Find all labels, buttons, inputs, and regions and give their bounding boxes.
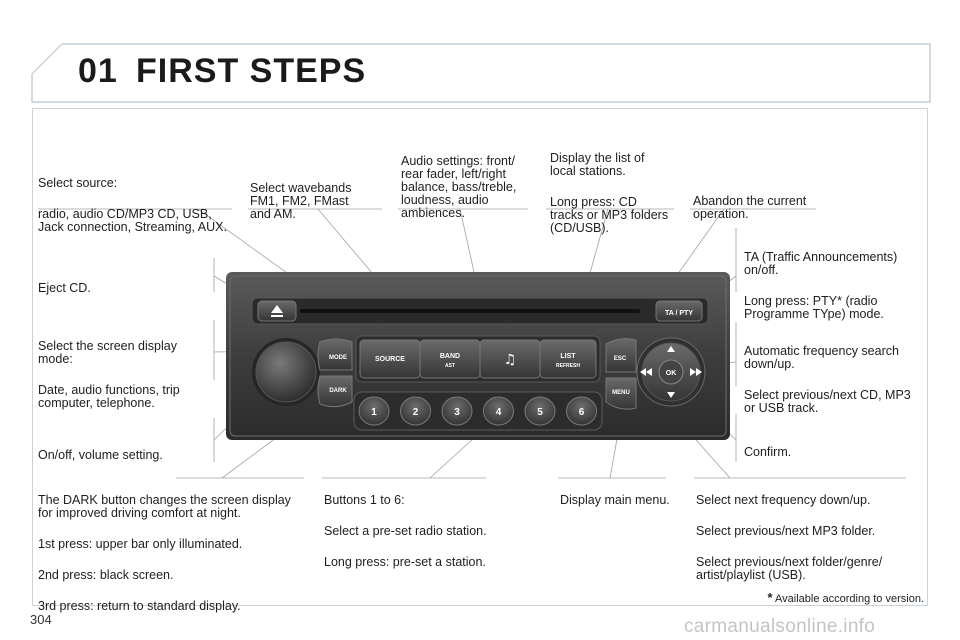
preset-label: 6 xyxy=(579,407,585,418)
callout-auto-search: Automatic frequency search down/up. Sele… xyxy=(744,344,911,415)
callout-wavebands: Select wavebands FM1, FM2, FMast and AM. xyxy=(250,181,352,221)
preset-button-2[interactable]: 2 xyxy=(400,396,431,426)
callout-select-source: Select source: radio, audio CD/MP3 CD, U… xyxy=(38,164,238,252)
list-sub-label: REFRESH xyxy=(556,363,580,369)
preset-button-1[interactable]: 1 xyxy=(358,396,390,426)
preset-label: 3 xyxy=(454,407,460,418)
callout-screen-mode: Select the screen display mode: Date, au… xyxy=(38,339,180,410)
callout-eject: Eject CD. xyxy=(38,281,91,295)
source-button[interactable]: SOURCE xyxy=(359,339,421,379)
band-button[interactable]: BAND AST xyxy=(419,339,481,379)
callout-dark: The DARK button changes the screen displ… xyxy=(38,493,291,613)
ta-pty-label: TA / PTY xyxy=(665,310,693,317)
dark-button[interactable]: DARK xyxy=(317,375,353,408)
preset-button-4[interactable]: 4 xyxy=(483,396,514,426)
ok-button[interactable]: OK xyxy=(658,359,684,385)
ta-pty-button[interactable]: TA / PTY xyxy=(655,300,703,322)
arrow-down-icon[interactable] xyxy=(667,392,675,398)
menu-button[interactable]: MENU xyxy=(605,377,637,410)
callout-list-stations: Display the list of local stations. Long… xyxy=(550,151,669,235)
callout-audio-settings: Audio settings: front/ rear fader, left/… xyxy=(401,154,517,220)
menu-label: MENU xyxy=(612,390,630,396)
preset-button-6[interactable]: 6 xyxy=(566,396,597,426)
preset-label: 5 xyxy=(537,407,543,418)
select-source-body: radio, audio CD/MP3 CD, USB, Jack connec… xyxy=(38,207,227,234)
band-sub-label: AST xyxy=(445,363,455,369)
callout-abandon: Abandon the current operation. xyxy=(693,194,807,221)
band-label: BAND xyxy=(440,353,460,360)
eject-icon xyxy=(271,305,283,317)
esc-button[interactable]: ESC xyxy=(605,338,637,373)
content-box xyxy=(32,108,928,606)
page-number: 304 xyxy=(30,612,52,627)
select-source-title: Select source: xyxy=(38,176,118,190)
preset-buttons: 1 2 3 4 5 6 xyxy=(358,396,597,426)
preset-button-5[interactable]: 5 xyxy=(524,396,556,426)
audio-settings-button[interactable]: ♫ xyxy=(479,339,541,379)
callout-buttons-1-6: Buttons 1 to 6: Select a pre-set radio s… xyxy=(324,493,487,569)
esc-label: ESC xyxy=(614,356,627,362)
volume-knob[interactable] xyxy=(252,338,320,406)
preset-label: 2 xyxy=(413,407,419,418)
mode-label: MODE xyxy=(329,355,347,361)
preset-label: 4 xyxy=(496,407,502,418)
fast-forward-icon[interactable] xyxy=(690,368,702,376)
callout-confirm: Confirm. xyxy=(744,445,792,459)
note-icon: ♫ xyxy=(504,352,517,368)
chapter-title: FIRST STEPS xyxy=(136,52,367,90)
callout-next-frequency: Select next frequency down/up. Select pr… xyxy=(696,493,883,582)
callout-ta-pty: TA (Traffic Announcements) on/off. Long … xyxy=(744,250,898,321)
callout-on-off: On/off, volume setting. xyxy=(38,448,163,462)
preset-label: 1 xyxy=(371,407,377,418)
eject-button[interactable] xyxy=(257,300,297,322)
list-label: LIST xyxy=(560,353,576,360)
ok-label: OK xyxy=(666,370,677,377)
rewind-icon[interactable] xyxy=(640,368,652,376)
watermark: carmanualsonline.info xyxy=(684,616,876,637)
footnote: * Available according to version. xyxy=(767,590,924,605)
callout-main-menu: Display main menu. xyxy=(560,493,670,507)
arrow-up-icon[interactable] xyxy=(667,346,675,352)
preset-button-3[interactable]: 3 xyxy=(441,396,473,426)
dark-label: DARK xyxy=(329,388,347,394)
source-label: SOURCE xyxy=(375,356,405,363)
mode-button[interactable]: MODE xyxy=(317,338,353,371)
chapter-number: 01 xyxy=(78,52,118,90)
list-button[interactable]: LIST REFRESH xyxy=(539,339,597,379)
